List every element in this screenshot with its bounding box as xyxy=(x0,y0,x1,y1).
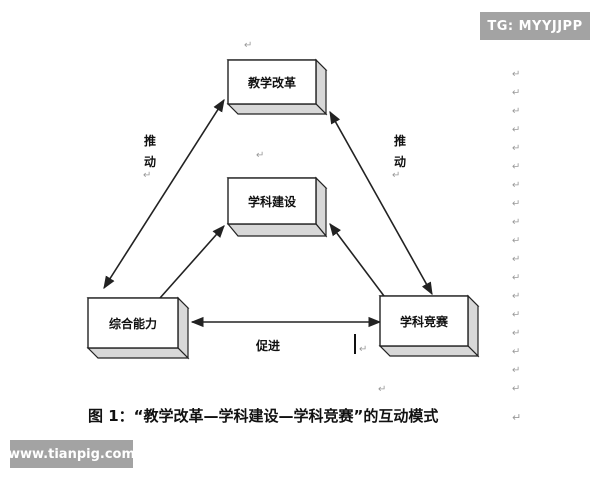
box-label-left: 综合能力 xyxy=(109,316,157,331)
paragraph-mark: ↵ xyxy=(359,344,367,355)
margin-paragraph-mark: ↵ xyxy=(512,347,520,358)
arrow-top-right xyxy=(329,110,433,296)
margin-paragraph-mark: ↵ xyxy=(512,384,520,395)
paragraph-mark: ↵ xyxy=(143,170,151,181)
arrow-right-to-middle xyxy=(329,222,385,297)
box-label-top: 教学改革 xyxy=(247,75,296,90)
margin-paragraph-mark: ↵ xyxy=(512,273,520,284)
edge-label-right-2: 动 xyxy=(394,155,406,169)
margin-paragraph-mark: ↵ xyxy=(512,217,520,228)
margin-paragraph-mark: ↵ xyxy=(512,310,520,321)
edge-label-right-1: 推 xyxy=(394,133,406,148)
edge-label-left-1: 推 xyxy=(144,133,156,148)
margin-paragraph-mark: ↵ xyxy=(512,106,520,117)
arrow-left-to-middle xyxy=(159,225,225,299)
box-teaching-reform: 教学改革 xyxy=(226,58,328,116)
paragraph-mark: ↵ xyxy=(392,170,400,181)
paragraph-mark: ↵ xyxy=(244,40,252,51)
paragraph-mark: ↵ xyxy=(256,150,264,161)
edge-label-left-2: 动 xyxy=(144,155,156,169)
box-discipline-building: 学科建设 xyxy=(226,176,328,238)
margin-paragraph-mark: ↵ xyxy=(512,69,520,80)
margin-paragraph-mark: ↵ xyxy=(512,254,520,265)
figure-caption: 图 1：“教学改革—学科建设—学科竞赛”的互动模式 xyxy=(88,407,438,425)
caption-end-mark: ↵ xyxy=(512,411,521,424)
margin-paragraph-mark: ↵ xyxy=(512,199,520,210)
box-label-middle: 学科建设 xyxy=(248,194,297,209)
margin-paragraph-marks: ↵ ↵ ↵ ↵ ↵ ↵ ↵ ↵ ↵ ↵ ↵ ↵ ↵ ↵ ↵ ↵ ↵ ↵ xyxy=(512,69,520,395)
margin-paragraph-mark: ↵ xyxy=(512,143,520,154)
margin-paragraph-mark: ↵ xyxy=(512,236,520,247)
watermark-badge-bottom: www.tianpig.com xyxy=(8,440,135,468)
arrow-top-left xyxy=(103,98,225,290)
watermark-badge-top: TG: MYYJJPP xyxy=(480,12,590,40)
margin-paragraph-mark: ↵ xyxy=(512,125,520,136)
margin-paragraph-mark: ↵ xyxy=(512,291,520,302)
margin-paragraph-mark: ↵ xyxy=(512,88,520,99)
box-discipline-competition: 学科竞赛 xyxy=(378,294,480,358)
margin-paragraph-mark: ↵ xyxy=(512,162,520,173)
margin-paragraph-mark: ↵ xyxy=(512,365,520,376)
margin-paragraph-mark: ↵ xyxy=(512,180,520,191)
box-label-right: 学科竞赛 xyxy=(400,314,449,329)
edge-label-bottom: 促进 xyxy=(255,338,280,353)
paragraph-marks: ↵ ↵ ↵ ↵ ↵ ↵ xyxy=(143,40,400,395)
connectors xyxy=(103,98,433,328)
paragraph-mark: ↵ xyxy=(378,384,386,395)
margin-paragraph-mark: ↵ xyxy=(512,328,520,339)
box-comprehensive-ability: 综合能力 xyxy=(86,296,190,360)
